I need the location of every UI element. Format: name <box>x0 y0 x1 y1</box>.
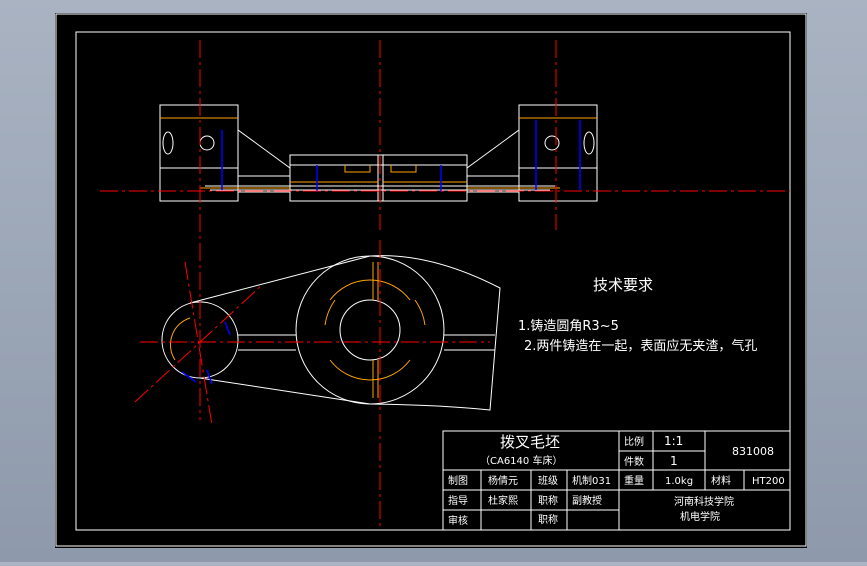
machine-name: （CA6140 车床） <box>480 454 562 467</box>
notes-line-2: 2.两件铸造在一起，表面应无夹渣，气孔 <box>524 338 757 354</box>
lever-outline <box>189 255 501 411</box>
weight-label: 重量 <box>624 474 644 487</box>
notes-heading: 技术要求 <box>593 276 653 294</box>
hub-bore <box>339 299 401 361</box>
school-name: 河南科技学院 <box>674 495 734 508</box>
left-lug <box>159 104 239 202</box>
material-label: 材料 <box>711 474 731 487</box>
plan-view-hidden <box>169 262 426 398</box>
qty-value: 1 <box>670 454 678 468</box>
technical-notes: 技术要求 1.铸造圆角R3~5 2.两件铸造在一起，表面应无夹渣，气孔 <box>518 276 757 354</box>
front-view-dimensions <box>221 120 581 192</box>
review-label: 审核 <box>448 514 468 527</box>
drawn-name: 杨倩元 <box>488 474 518 487</box>
front-view-hidden <box>160 117 597 189</box>
title1-label: 职称 <box>538 494 558 507</box>
right-lug <box>518 104 598 202</box>
title-block-text: 拨叉毛坯 （CA6140 车床） 比例 1:1 件数 1 831008 制图 杨… <box>448 433 785 527</box>
notes-line-1: 1.铸造圆角R3~5 <box>518 318 619 334</box>
right-pin-hole <box>544 135 560 151</box>
plan-view <box>161 255 501 411</box>
part-name: 拨叉毛坯 <box>500 433 560 451</box>
drawn-label: 制图 <box>448 474 468 487</box>
drawing-number: 831008 <box>732 445 774 458</box>
class-value: 机制031 <box>572 474 611 487</box>
college-name: 机电学院 <box>680 510 720 523</box>
inner-frame <box>75 31 791 531</box>
title-block <box>442 430 791 531</box>
class-label: 班级 <box>538 475 558 487</box>
qty-label: 件数 <box>624 455 644 468</box>
title2-label: 职称 <box>538 513 558 526</box>
weight-value: 1.0kg <box>665 476 693 487</box>
centerlines <box>100 40 790 530</box>
title1-value: 副教授 <box>572 494 602 507</box>
scale-label: 比例 <box>624 435 644 448</box>
material-value: HT200 <box>752 476 785 487</box>
guide-name: 杜家熙 <box>488 494 518 507</box>
plan-view-dimensions <box>181 321 231 385</box>
sheet-background <box>55 13 807 548</box>
guide-label: 指导 <box>448 494 468 507</box>
scale-value: 1:1 <box>664 434 683 448</box>
outer-frame <box>55 13 807 547</box>
